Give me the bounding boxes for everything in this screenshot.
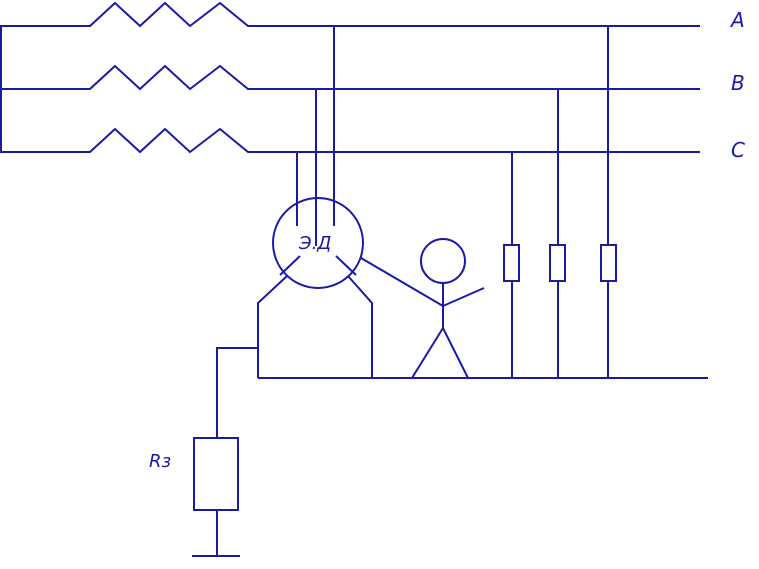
- motor-winding-3: [335, 255, 357, 276]
- motor-winding-2: [279, 255, 301, 276]
- phase-c-label: C: [731, 138, 745, 162]
- motor-label: Э.Д: [298, 233, 331, 254]
- ground-resistor: [193, 437, 239, 511]
- insulation-resistor-a: [600, 244, 617, 282]
- motor-housing: [257, 275, 373, 378]
- wiring: [0, 1, 708, 557]
- phase-b-label: B: [731, 71, 745, 95]
- phase-a-label: A: [729, 8, 745, 32]
- person-arm-left: [360, 257, 444, 307]
- phase-b-line: [0, 64, 700, 91]
- ground-resistor-label: Rз: [149, 451, 171, 472]
- motor-symbol: [272, 197, 364, 289]
- person-arm-right: [442, 287, 485, 307]
- person-legs: [411, 325, 469, 379]
- insulation-resistor-c: [503, 244, 520, 282]
- ground-lead: [216, 347, 258, 438]
- insulation-resistor-b: [549, 244, 566, 282]
- person-head: [420, 238, 466, 284]
- phase-c-line: [0, 127, 700, 154]
- phase-a-line: [0, 1, 700, 28]
